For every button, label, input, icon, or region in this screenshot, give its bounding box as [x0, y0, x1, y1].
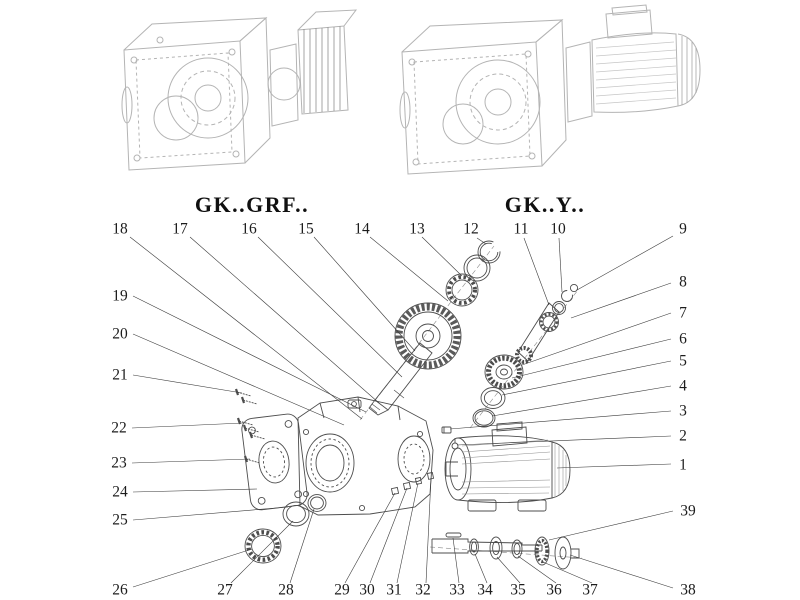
- callout-4: 4: [679, 377, 687, 395]
- callout-20: 20: [112, 325, 128, 343]
- gearbox-y-drawing: [399, 4, 701, 175]
- callout-34: 34: [477, 581, 493, 599]
- motor-shaft-assembly: [431, 532, 580, 570]
- electric-motor: [444, 421, 571, 512]
- exploded-view-drawing: [234, 240, 583, 570]
- gear-housing: [297, 396, 434, 516]
- callout-16: 16: [241, 220, 257, 238]
- callout-33: 33: [449, 581, 465, 599]
- callout-12: 12: [463, 220, 479, 238]
- callout-8: 8: [679, 273, 687, 291]
- callout-32: 32: [415, 581, 431, 599]
- callout-1: 1: [679, 456, 687, 474]
- callout-36: 36: [546, 581, 562, 599]
- callout-35: 35: [510, 581, 526, 599]
- pinion-shaft-group: [515, 283, 579, 364]
- callout-31: 31: [386, 581, 402, 599]
- bevel-gear-and-rings: [472, 354, 524, 428]
- callout-37: 37: [582, 581, 598, 599]
- callout-9: 9: [679, 220, 687, 238]
- upper-bearing-and-rings: [445, 240, 501, 307]
- model-label-grf: GK..GRF..: [194, 192, 310, 217]
- callout-leader-lines: [129, 235, 674, 589]
- callout-28: 28: [278, 581, 294, 599]
- callout-30: 30: [359, 581, 375, 599]
- callout-26: 26: [112, 581, 128, 599]
- callout-25: 25: [112, 511, 128, 529]
- callout-7: 7: [679, 304, 687, 322]
- callout-2: 2: [679, 427, 687, 445]
- main-gear-and-shaft: [368, 302, 462, 416]
- callout-22: 22: [111, 419, 127, 437]
- callout-15: 15: [298, 220, 314, 238]
- callout-10: 10: [550, 220, 566, 238]
- callout-38: 38: [680, 581, 696, 599]
- callout-13: 13: [409, 220, 425, 238]
- gearbox-grf-drawing: [121, 9, 358, 171]
- callout-39: 39: [680, 502, 696, 520]
- callout-21: 21: [112, 366, 128, 384]
- callout-18: 18: [112, 220, 128, 238]
- callout-17: 17: [172, 220, 188, 238]
- callout-11: 11: [513, 220, 529, 238]
- callout-29: 29: [334, 581, 350, 599]
- callout-23: 23: [111, 454, 127, 472]
- callout-19: 19: [112, 287, 128, 305]
- callout-5: 5: [679, 352, 687, 370]
- callout-24: 24: [112, 483, 128, 501]
- callout-3: 3: [679, 402, 687, 420]
- output-bearing-and-seals: [244, 494, 327, 564]
- callout-27: 27: [217, 581, 233, 599]
- keys-and-fasteners: [390, 471, 435, 496]
- callout-14: 14: [354, 220, 370, 238]
- callout-6: 6: [679, 330, 687, 348]
- model-label-y: GK..Y..: [504, 192, 586, 217]
